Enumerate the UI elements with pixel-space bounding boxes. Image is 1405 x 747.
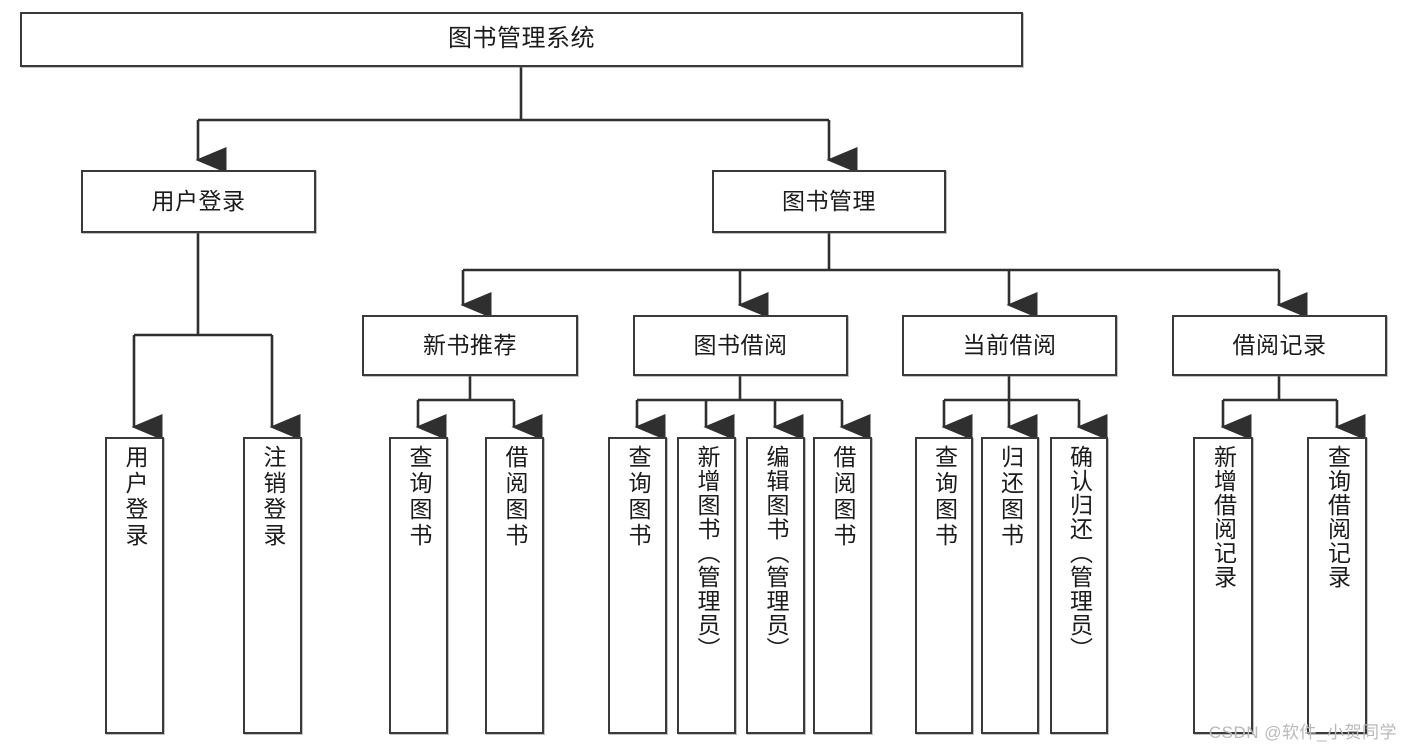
- node-book-borrow[interactable]: 图书借阅: [633, 315, 848, 376]
- node-label: 查询图书: [406, 445, 432, 549]
- node-label: 新增图书（管理员）: [694, 445, 720, 661]
- leaf-add-book[interactable]: 新增图书（管理员）: [677, 437, 736, 734]
- node-label: 用户登录: [122, 445, 148, 549]
- leaf-borrow-book-recommend[interactable]: 借阅图书: [485, 437, 544, 734]
- csdn-watermark: CSDN @软件_小贺同学: [1208, 723, 1397, 742]
- node-label: 新增借阅记录: [1210, 445, 1237, 589]
- leaf-query-book-current[interactable]: 查询图书: [915, 437, 973, 734]
- node-label: 借阅图书: [830, 445, 856, 549]
- leaf-edit-book[interactable]: 编辑图书（管理员）: [746, 437, 805, 734]
- leaf-query-book-recommend[interactable]: 查询图书: [389, 437, 448, 734]
- node-root-system[interactable]: 图书管理系统: [20, 12, 1023, 67]
- node-label: 确认归还（管理员）: [1066, 445, 1093, 661]
- leaf-borrow-book[interactable]: 借阅图书: [813, 437, 872, 734]
- node-new-book-recommend[interactable]: 新书推荐: [362, 315, 578, 376]
- leaf-user-login[interactable]: 用户登录: [105, 437, 164, 734]
- leaf-confirm-return[interactable]: 确认归还（管理员）: [1050, 437, 1108, 734]
- node-label: 借阅记录: [1232, 331, 1327, 358]
- node-label: 用户登录: [151, 187, 246, 214]
- node-borrow-record[interactable]: 借阅记录: [1172, 315, 1387, 376]
- node-label: 查询借阅记录: [1324, 445, 1351, 589]
- node-label: 图书管理系统: [448, 25, 595, 53]
- leaf-return-book[interactable]: 归还图书: [981, 437, 1039, 734]
- node-label: 注销登录: [260, 445, 286, 549]
- node-label: 借阅图书: [502, 445, 528, 549]
- leaf-query-borrow-record[interactable]: 查询借阅记录: [1307, 437, 1367, 734]
- node-book-manage[interactable]: 图书管理: [712, 170, 946, 233]
- node-user-login[interactable]: 用户登录: [81, 170, 316, 233]
- node-label: 当前借阅: [962, 331, 1057, 358]
- node-label: 新书推荐: [423, 331, 517, 358]
- node-label: 图书借阅: [693, 331, 788, 358]
- node-label: 编辑图书（管理员）: [763, 445, 789, 661]
- node-label: 图书管理: [782, 187, 876, 214]
- node-current-borrow[interactable]: 当前借阅: [902, 315, 1117, 376]
- node-label: 查询图书: [625, 445, 651, 549]
- leaf-logout-login[interactable]: 注销登录: [243, 437, 302, 734]
- leaf-add-borrow-record[interactable]: 新增借阅记录: [1193, 437, 1253, 734]
- leaf-query-book-borrow[interactable]: 查询图书: [608, 437, 667, 734]
- node-label: 查询图书: [931, 445, 958, 549]
- node-label: 归还图书: [997, 445, 1024, 549]
